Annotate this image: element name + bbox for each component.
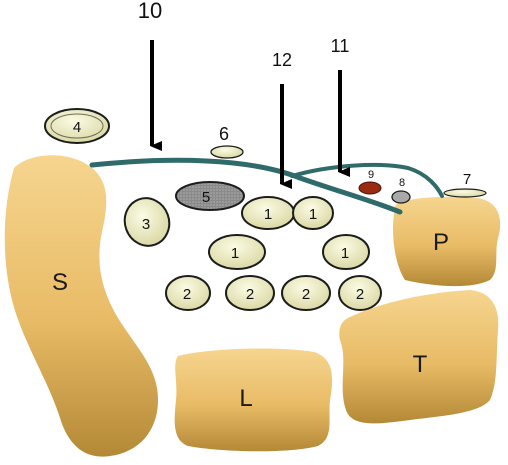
structure-1-b: 1: [292, 196, 334, 230]
structure-2-a-label: 2: [183, 286, 191, 303]
structure-6: 6: [210, 124, 244, 159]
structure-8: 8: [391, 177, 411, 204]
structure-7-label: 7: [463, 171, 471, 188]
structure-6-label: 6: [219, 124, 229, 144]
structure-2-b: 2: [225, 275, 275, 311]
structure-3: 3: [123, 197, 171, 247]
structure-1-d: 1: [322, 234, 370, 270]
structure-4-label: 4: [73, 119, 81, 136]
structure-9-label: 9: [368, 169, 374, 181]
structure-8-label: 8: [399, 177, 405, 189]
structure-2-c: 2: [281, 275, 331, 311]
bone-p: P: [393, 196, 501, 287]
structure-2-d: 2: [338, 275, 382, 311]
arrow-11-label: 11: [331, 36, 350, 56]
bone-l-label: L: [239, 385, 252, 412]
arrow-12: 12: [272, 50, 292, 189]
structure-1-b-label: 1: [309, 206, 317, 223]
arrow-10: 10: [138, 0, 162, 151]
arrow-10-label: 10: [138, 0, 162, 23]
membrane-main: [89, 157, 403, 215]
bone-t: T: [339, 290, 499, 424]
structure-4: 4: [44, 108, 110, 144]
structure-2-c-label: 2: [302, 286, 310, 303]
structure-5-label: 5: [202, 189, 210, 206]
structure-1-a: 1: [241, 196, 295, 230]
bone-t-label: T: [413, 351, 428, 378]
structure-7: 7: [443, 171, 487, 198]
structure-2-a: 2: [165, 275, 211, 311]
bone-s-label: S: [52, 269, 68, 296]
arrow-12-label: 12: [272, 50, 292, 70]
structure-1-a-label: 1: [264, 206, 272, 223]
structure-2-b-label: 2: [246, 286, 254, 303]
arrow-11: 11: [331, 36, 350, 177]
structure-1-c-label: 1: [231, 245, 239, 262]
structure-5: 5: [175, 181, 245, 211]
membrane-branch: [290, 162, 444, 198]
structure-1-d-label: 1: [341, 245, 349, 262]
structure-9: 9: [358, 169, 382, 195]
bone-p-label: P: [433, 229, 449, 256]
bone-l: L: [174, 348, 333, 452]
structure-2-d-label: 2: [356, 286, 364, 303]
structure-1-c: 1: [208, 234, 266, 270]
structure-3-label: 3: [142, 216, 150, 233]
bone-s: S: [4, 155, 159, 457]
